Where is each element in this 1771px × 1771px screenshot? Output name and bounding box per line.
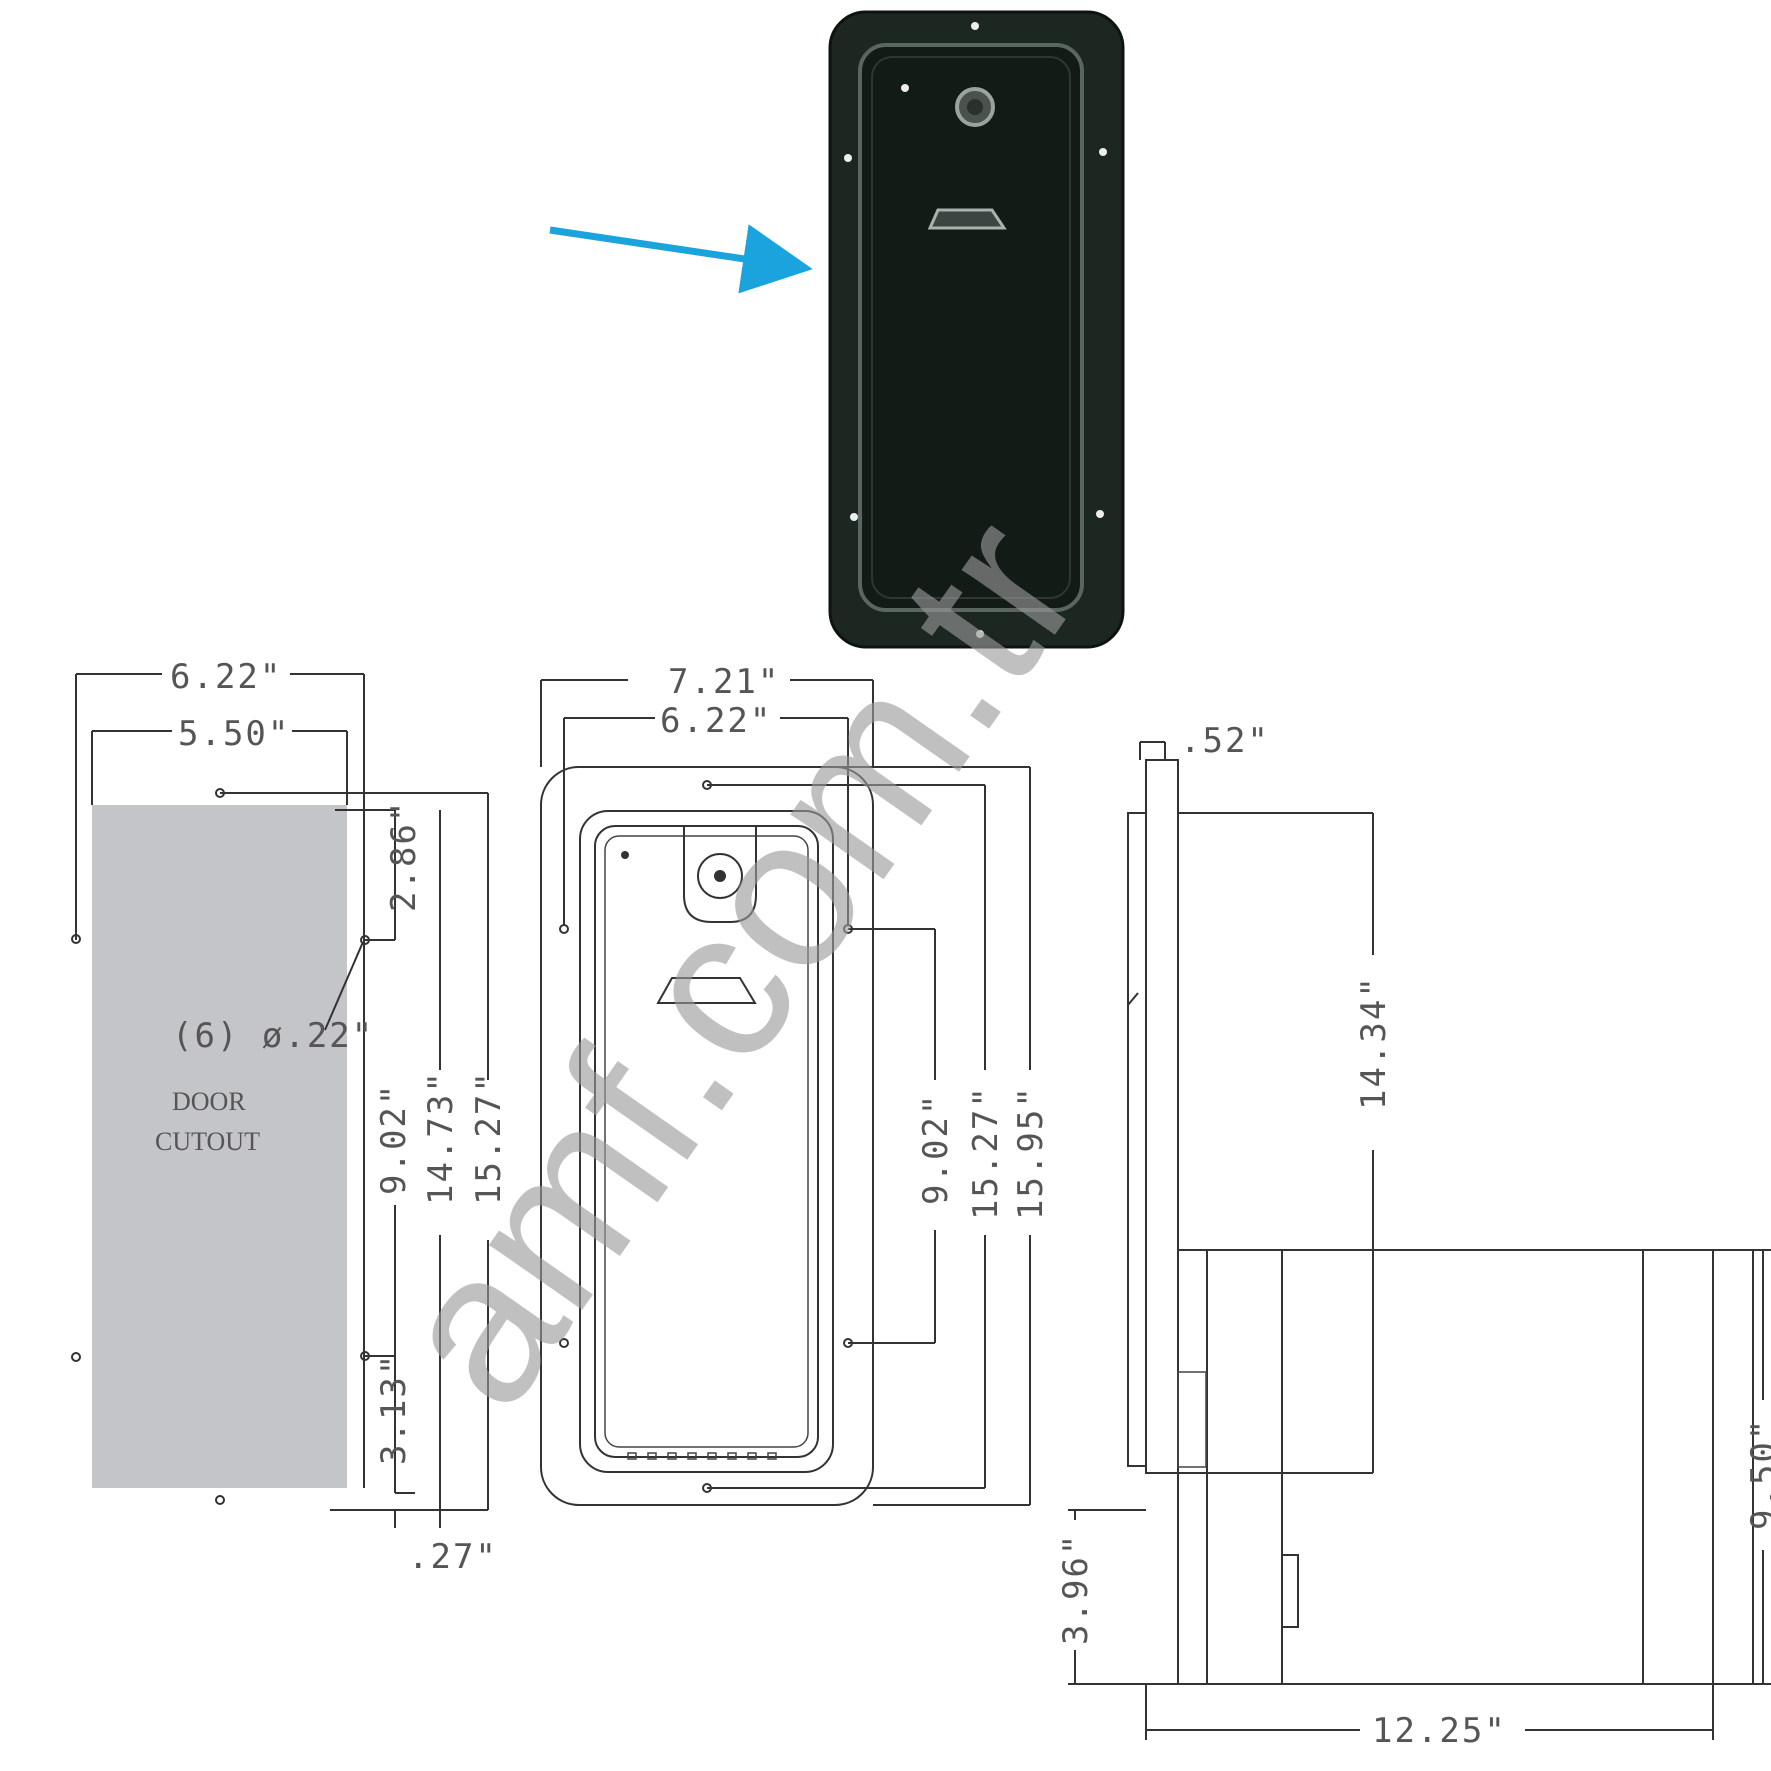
lock-icon-outline xyxy=(697,853,743,899)
watermark-text: amf.com.tr xyxy=(345,476,1125,1446)
screw-hole xyxy=(901,84,909,92)
side-flange xyxy=(1127,812,1147,1467)
dim-15-27-front: 15.27" xyxy=(966,1085,1006,1220)
lock-icon-core xyxy=(714,870,726,882)
side-lip xyxy=(1145,759,1179,1474)
cutout-inner-width: 5.50" xyxy=(178,714,290,754)
door-panel-inset xyxy=(871,56,1071,599)
screw-hole xyxy=(1096,510,1104,518)
dim-9-50: 9.50" xyxy=(1744,1418,1771,1530)
door-panel-inner xyxy=(858,43,1084,612)
dim-14-73: 14.73" xyxy=(421,1070,461,1205)
screw-hole xyxy=(1099,148,1107,156)
door-cutout-area xyxy=(92,805,347,1488)
handle-icon xyxy=(656,977,757,1004)
vent-dot xyxy=(621,851,629,859)
flange-outline xyxy=(540,766,874,1506)
door-handle-icon xyxy=(927,208,1007,230)
dim-2-86: 2.86" xyxy=(384,800,424,912)
screw-hole xyxy=(844,154,852,162)
hole-note: (6) ø.22" xyxy=(172,1016,374,1056)
door-cutout-label-2: CUTOUT xyxy=(155,1127,260,1156)
dim-14-34: 14.34" xyxy=(1354,975,1394,1110)
bottom-vents xyxy=(627,1452,777,1460)
screw-hole xyxy=(850,513,858,521)
dim-15-27-left: 15.27" xyxy=(469,1070,509,1205)
screw-hole xyxy=(971,22,979,30)
dim-12-25: 12.25" xyxy=(1372,1711,1507,1751)
cutout-view: 6.22" 5.50" (6) ø.22" DOOR CUTOUT 2.86" … xyxy=(71,657,509,1577)
side-box xyxy=(1177,1249,1754,1685)
dim-0-27: .27" xyxy=(408,1537,498,1577)
latch-icon xyxy=(1281,1554,1299,1628)
dim-15-95: 15.95" xyxy=(1011,1085,1051,1220)
door-frame-inner xyxy=(594,825,819,1458)
door-cutout-label-1: DOOR xyxy=(172,1087,246,1116)
lock-core xyxy=(967,99,983,115)
front-inner-width: 6.22" xyxy=(660,701,772,741)
dim-3-96: 3.96" xyxy=(1056,1533,1096,1645)
side-view: .52" 14.34" 9.50" 3.96" 12.25" xyxy=(1056,721,1771,1751)
product-photo xyxy=(828,10,1125,649)
screw-hole xyxy=(976,630,984,638)
dim-9-02-front: 9.02" xyxy=(916,1093,956,1205)
pointer-arrow xyxy=(549,224,813,294)
door-frame-inset xyxy=(604,835,809,1448)
dim-9-02-left: 9.02" xyxy=(374,1083,414,1195)
lock-boss xyxy=(683,826,757,923)
dim-3-13: 3.13" xyxy=(374,1353,414,1465)
door-frame-outer xyxy=(579,810,834,1473)
front-outer-width: 7.21" xyxy=(668,662,780,702)
dim-0-52: .52" xyxy=(1180,721,1270,761)
cutout-outer-width: 6.22" xyxy=(170,657,282,697)
front-view: 7.21" 6.22" 9.02" 15.27" 15.95" xyxy=(540,662,1051,1506)
